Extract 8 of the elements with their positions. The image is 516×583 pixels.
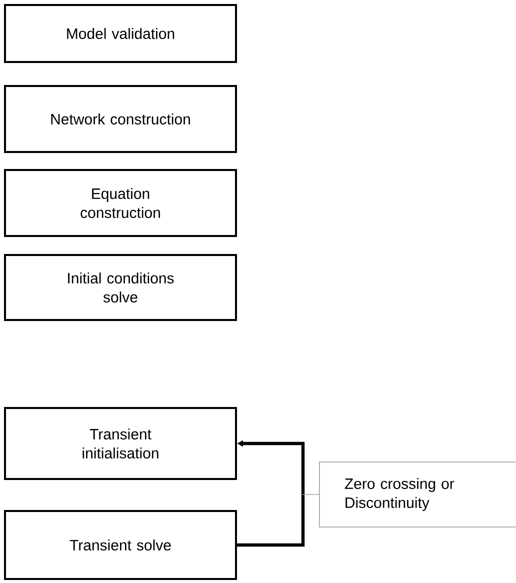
leader-line: [302, 494, 320, 495]
process-box: Equation construction: [4, 169, 237, 237]
process-box: Transient solve: [4, 510, 237, 580]
process-box: Transient initialisation: [4, 407, 237, 480]
process-box: Network construction: [4, 85, 237, 153]
callout-box: Zero crossing or Discontinuity: [319, 462, 516, 528]
process-box: Model validation: [4, 4, 237, 63]
process-box: Initial conditions solve: [4, 254, 237, 321]
